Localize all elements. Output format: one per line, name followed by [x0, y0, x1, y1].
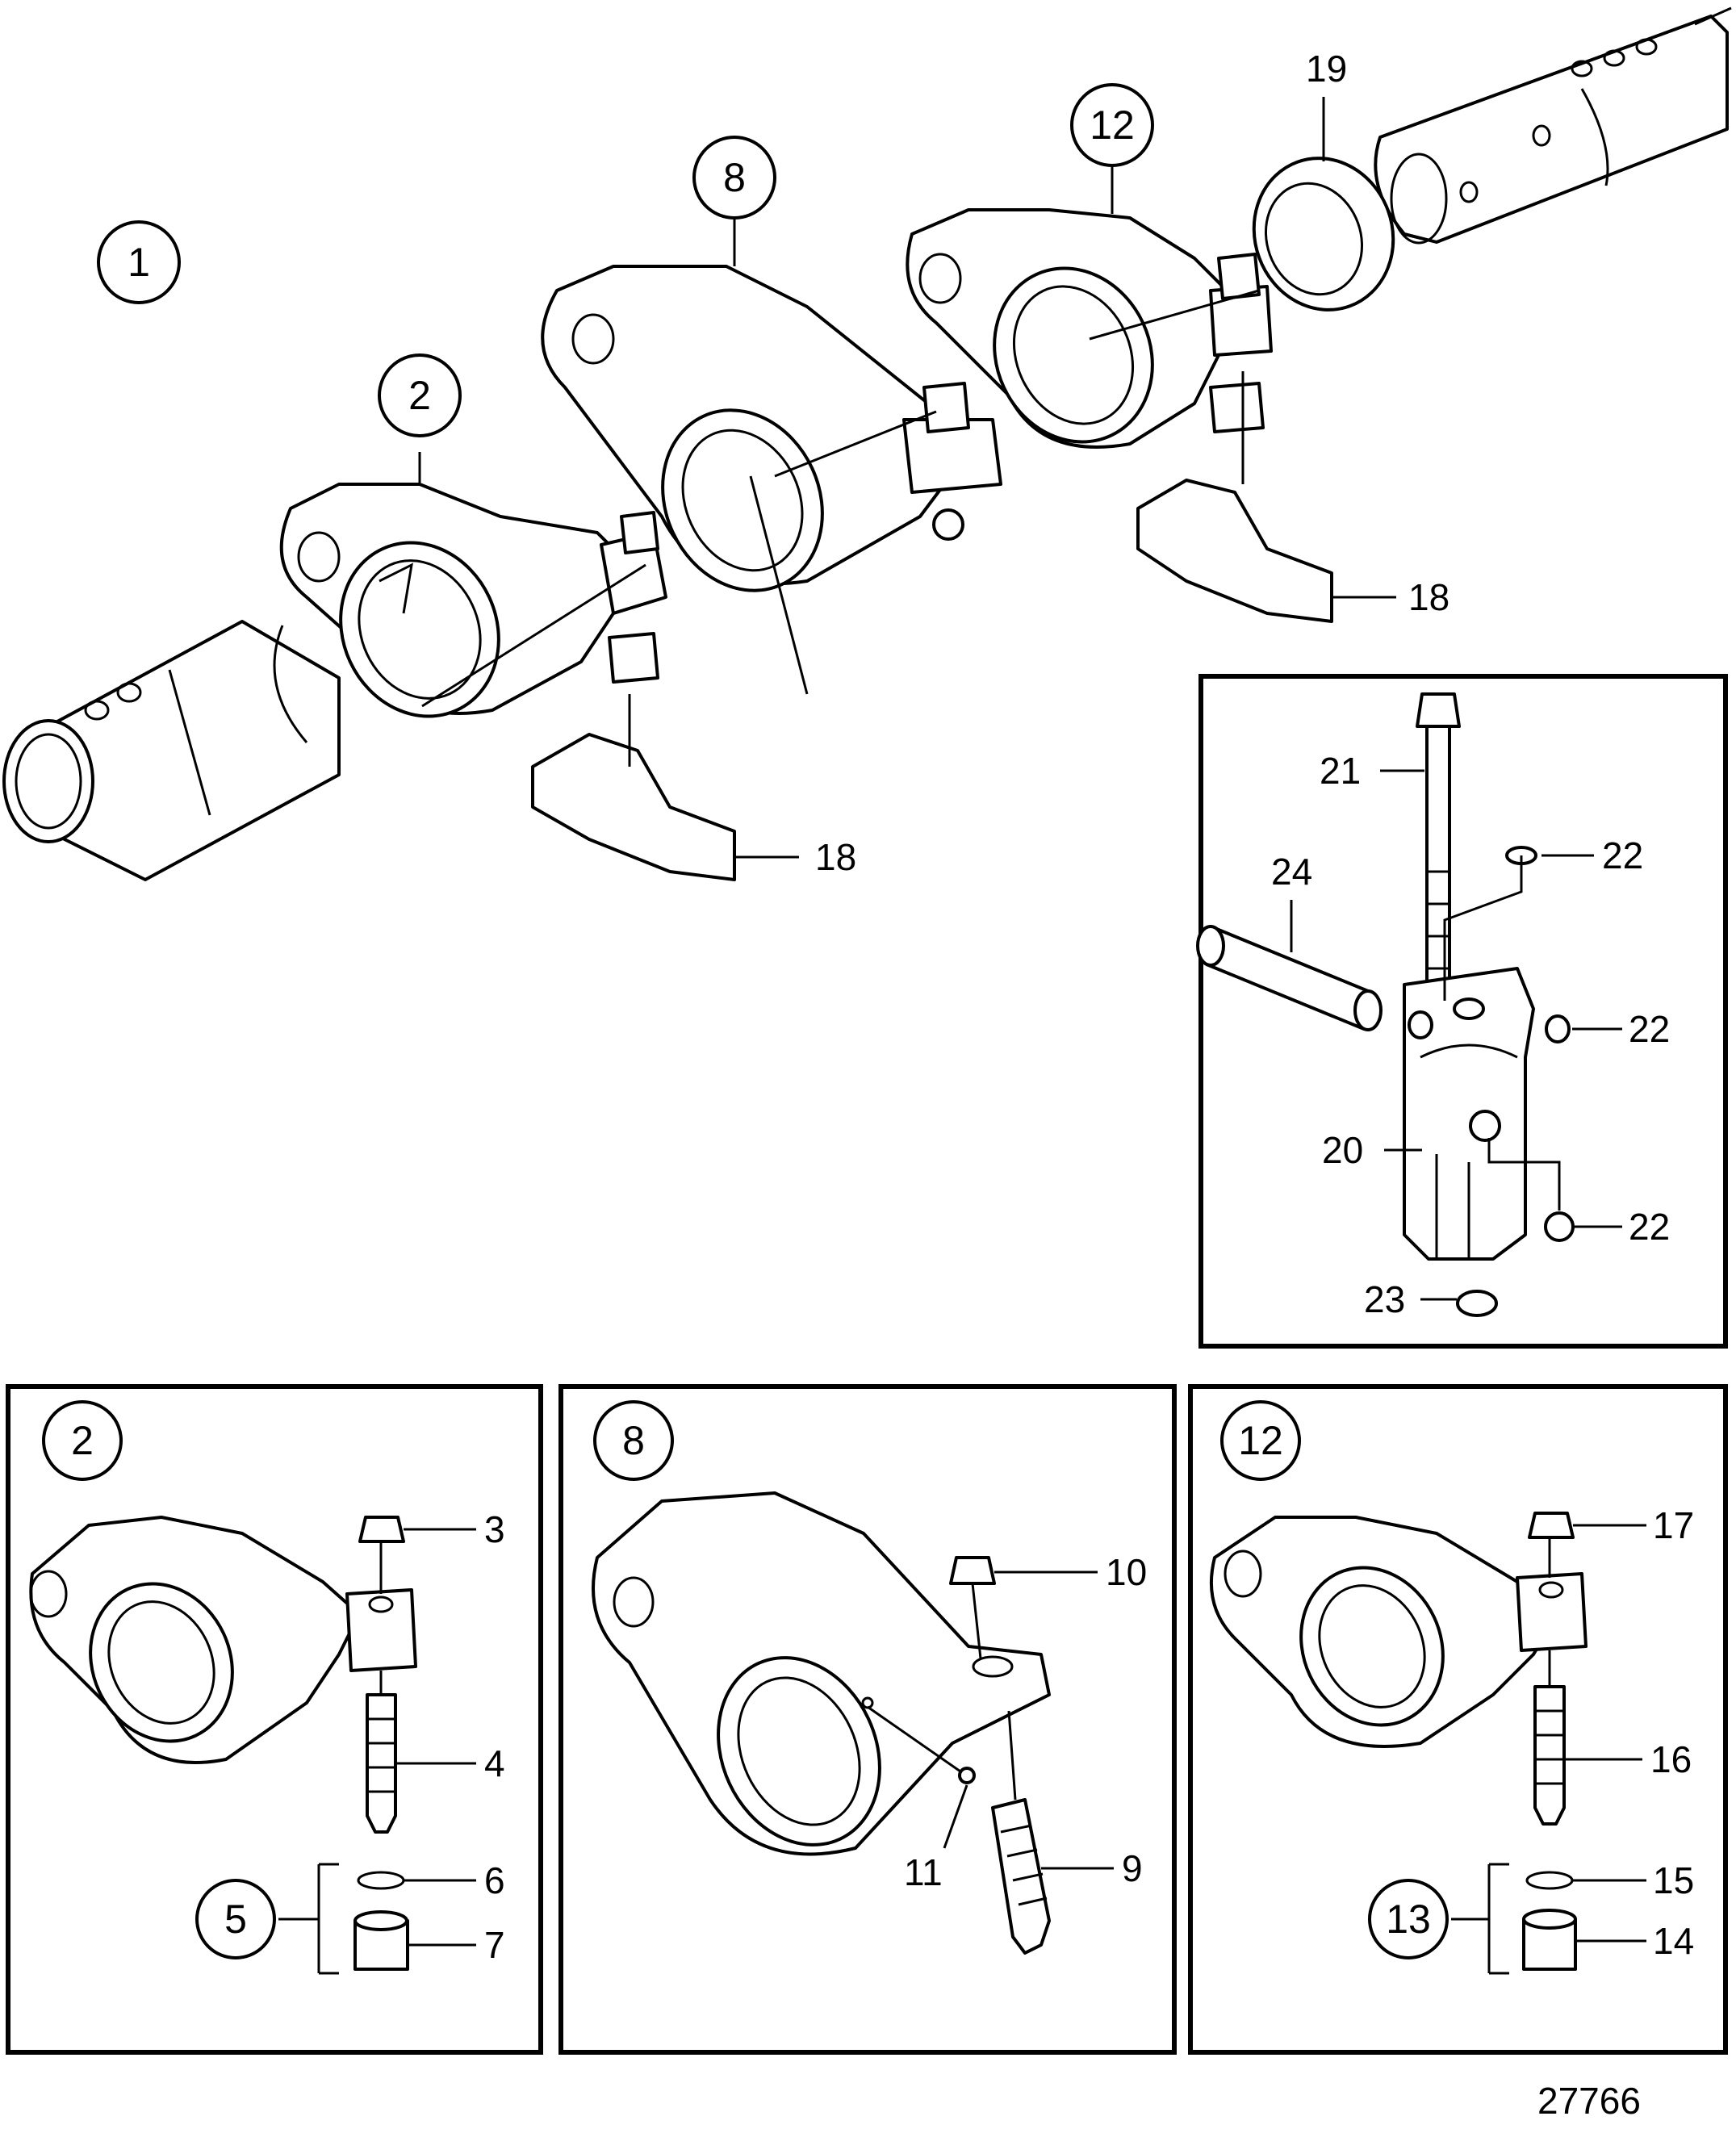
callout-12-detail: 12 — [1220, 1400, 1301, 1481]
callout-8-detail-text: 8 — [622, 1418, 645, 1463]
rocker-arm-2 — [279, 483, 667, 718]
label-4: 4 — [484, 1742, 505, 1784]
rocker-arm-8 — [541, 265, 1002, 592]
callout-5-text: 5 — [224, 1897, 247, 1942]
label-3: 3 — [484, 1508, 505, 1550]
label-11: 11 — [904, 1851, 943, 1893]
callout-1-text: 1 — [128, 240, 150, 285]
callout-2-text: 2 — [408, 373, 431, 418]
label-22-bottom: 22 — [1629, 1206, 1670, 1248]
nut-3 — [358, 1516, 405, 1543]
ring-15 — [1525, 1871, 1574, 1890]
label-15: 15 — [1653, 1859, 1694, 1901]
callout-8-text: 8 — [723, 155, 746, 200]
bracket-20 — [1403, 967, 1535, 1261]
label-18-right: 18 — [1408, 576, 1449, 618]
label-20: 20 — [1322, 1129, 1363, 1171]
plug-11 — [958, 1767, 976, 1784]
label-18-left: 18 — [815, 836, 856, 878]
label-19: 19 — [1306, 48, 1347, 90]
label-24: 24 — [1271, 851, 1312, 893]
nut-10 — [949, 1556, 996, 1585]
plug-22-bottom — [1544, 1211, 1575, 1242]
label-6: 6 — [484, 1859, 505, 1901]
callout-13-text: 13 — [1386, 1897, 1431, 1942]
rocker-shaft-right — [1374, 6, 1732, 245]
callout-2-detail: 2 — [42, 1400, 123, 1481]
callout-5: 5 — [195, 1879, 276, 1959]
label-14: 14 — [1653, 1920, 1694, 1962]
label-9: 9 — [1122, 1847, 1143, 1889]
plug-22-middle — [1545, 1014, 1571, 1043]
pin-24 — [1196, 925, 1383, 1031]
label-7: 7 — [484, 1924, 505, 1966]
label-23: 23 — [1364, 1278, 1405, 1320]
rocker-shaft-left — [2, 620, 341, 881]
detail-box-rocker-arm-2: 2 5 3 4 6 7 — [6, 1384, 543, 2055]
detail-box-rocker-arm-8: 8 10 11 9 — [558, 1384, 1177, 2055]
screw-9 — [991, 1798, 1051, 1955]
label-10: 10 — [1106, 1551, 1147, 1593]
screw-4 — [366, 1693, 397, 1834]
callout-12-detail-text: 12 — [1238, 1418, 1283, 1463]
sleeve-23 — [1456, 1290, 1498, 1317]
callout-2: 2 — [378, 353, 462, 437]
shaft-bushing — [1252, 157, 1395, 312]
callout-8: 8 — [692, 136, 776, 220]
valve-bridge-left — [531, 733, 736, 881]
label-21: 21 — [1320, 750, 1361, 792]
detail-box-rocker-bracket: 21 22 24 22 20 22 23 — [1196, 674, 1728, 1349]
callout-13: 13 — [1368, 1879, 1449, 1959]
callout-12-text: 12 — [1090, 102, 1135, 148]
callout-2-detail-text: 2 — [71, 1418, 94, 1463]
label-22-middle: 22 — [1629, 1008, 1670, 1050]
figure-number: 27766 — [1537, 2080, 1641, 2122]
nut-17 — [1528, 1512, 1575, 1539]
label-16: 16 — [1650, 1738, 1692, 1780]
callout-1: 1 — [97, 220, 181, 304]
callout-8-detail: 8 — [593, 1400, 674, 1481]
label-22-top: 22 — [1602, 834, 1643, 876]
main-exploded-view: 1 2 8 12 19 18 18 — [2, 6, 1732, 881]
valve-bridge-right — [1136, 479, 1333, 623]
ring-6 — [357, 1871, 405, 1890]
callout-12: 12 — [1070, 83, 1154, 167]
rocker-arm-12 — [906, 208, 1273, 449]
bolt-21 — [1416, 692, 1461, 1035]
screw-16 — [1533, 1685, 1566, 1826]
detail-box-rocker-arm-12: 12 13 17 16 15 14 — [1188, 1384, 1728, 2055]
label-17: 17 — [1653, 1504, 1694, 1546]
